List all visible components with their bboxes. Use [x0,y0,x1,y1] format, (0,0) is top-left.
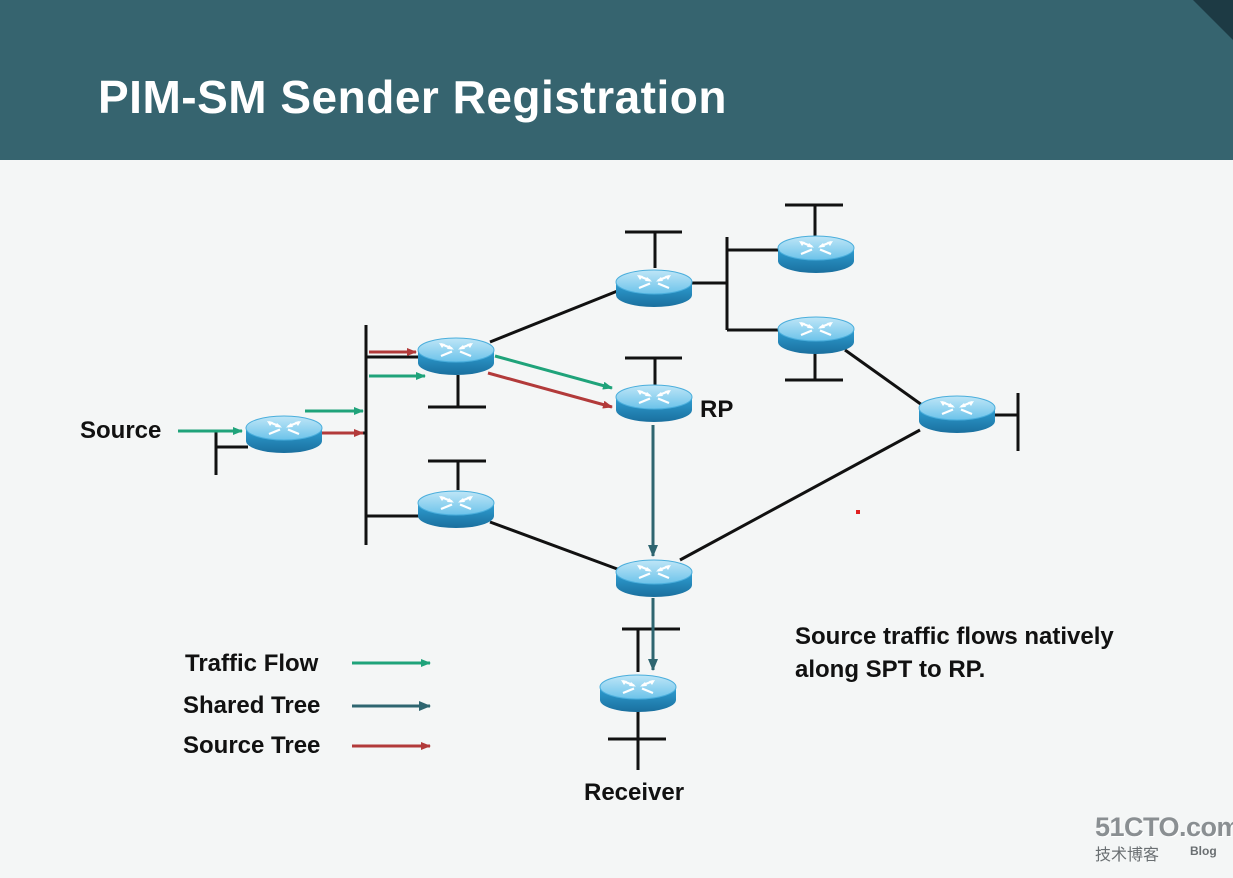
watermark-logo: 51CTO.com [1095,812,1233,842]
router-icon [416,489,496,530]
router-icon [776,315,856,356]
router-icon [598,673,678,714]
traffic-flow-arrows [178,354,613,435]
source-label: Source [80,417,162,444]
page-title: PIM-SM Sender Registration [98,71,727,123]
legend-traffic-flow-label: Traffic Flow [185,650,319,677]
watermark: 51CTO.com 技术博客 Blog [1095,812,1233,865]
caption-line: Source traffic flows natively [795,623,1114,650]
rp-router-icon [614,383,694,424]
caption: Source traffic flows natively along SPT … [795,620,1114,686]
legend-source-tree-label: Source Tree [183,732,321,759]
red-dot [856,510,860,514]
corner-decoration [1193,0,1233,40]
router-icon [614,268,694,309]
caption-line: along SPT to RP. [795,656,986,683]
rp-label: RP [700,396,734,423]
receiver-label: Receiver [584,779,685,806]
router-icon [416,336,496,377]
source-tree-arrows [322,348,613,437]
legend-arrows [352,659,431,750]
router-icon [776,234,856,275]
title-bar: PIM-SM Sender Registration [0,0,1233,160]
router-icon [614,558,694,599]
watermark-subtitle: 技术博客 [1095,847,1160,864]
router-icon [917,394,997,435]
legend-shared-tree-label: Shared Tree [183,692,321,719]
router-icon [244,414,324,455]
watermark-blog: Blog [1190,844,1217,858]
